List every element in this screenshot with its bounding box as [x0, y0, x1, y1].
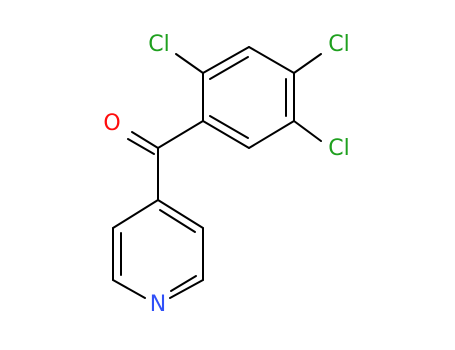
chlorine-atom-label: Cl: [148, 32, 169, 57]
bond-cl-top-right: [293, 53, 322, 74]
bond-carbonyl-double-1: [131, 131, 159, 149]
bond-pyridine-4: [169, 279, 204, 299]
bond-ring-2: [248, 46, 295, 74]
bond-pyridine-3: [112, 279, 146, 299]
bond-pyridine-inner-2: [170, 275, 197, 292]
bond-carbonyl-to-ring: [157, 120, 204, 149]
bond-pyridine-inner-3: [159, 209, 196, 233]
oxygen-atom-label: O: [103, 111, 120, 136]
bond-cl-right: [293, 120, 322, 142]
nitrogen-atom-label: N: [150, 292, 166, 317]
chlorine-atom-label: Cl: [328, 136, 349, 161]
bond-ring-1: [202, 46, 250, 74]
bond-carbonyl-double-2: [127, 138, 155, 155]
bond-pyridine-6: [157, 199, 204, 229]
chlorine-atom-label: Cl: [328, 32, 349, 57]
bond-ring-5: [202, 120, 250, 149]
bond-ring-inner-3: [209, 115, 249, 139]
bond-pyridine-1: [112, 199, 159, 229]
bond-ring-inner-1: [209, 56, 249, 80]
bond-cl-top-left: [175, 53, 204, 74]
bond-ring-4: [248, 120, 295, 149]
